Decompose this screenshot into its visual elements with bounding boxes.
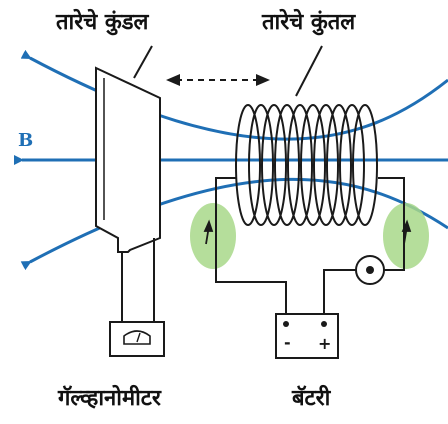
- coil-label: तारेचे कुंडल: [56, 10, 149, 35]
- coil-pointer: [133, 45, 153, 79]
- wire-coil: [95, 66, 161, 253]
- galvanometer-label: गॅल्व्हानोमीटर: [58, 386, 161, 411]
- galvanometer: [109, 238, 165, 357]
- battery: - +: [275, 313, 339, 359]
- solenoid-label: तारेचे कुंतल: [262, 10, 356, 35]
- circuit-wires: [215, 177, 405, 314]
- solenoid: [235, 104, 378, 226]
- battery-label: बॅटरी: [292, 386, 331, 411]
- movement-arrow: [166, 74, 270, 86]
- battery-minus: -: [284, 333, 291, 352]
- current-arrow-icon: [203, 219, 412, 245]
- battery-plus: +: [318, 334, 331, 353]
- left-hand-marker: [190, 203, 236, 269]
- solenoid-pointer: [295, 45, 323, 97]
- field-label-b: B: [18, 130, 33, 151]
- key-switch-icon: [355, 255, 385, 285]
- meter-dial-icon: [123, 330, 151, 345]
